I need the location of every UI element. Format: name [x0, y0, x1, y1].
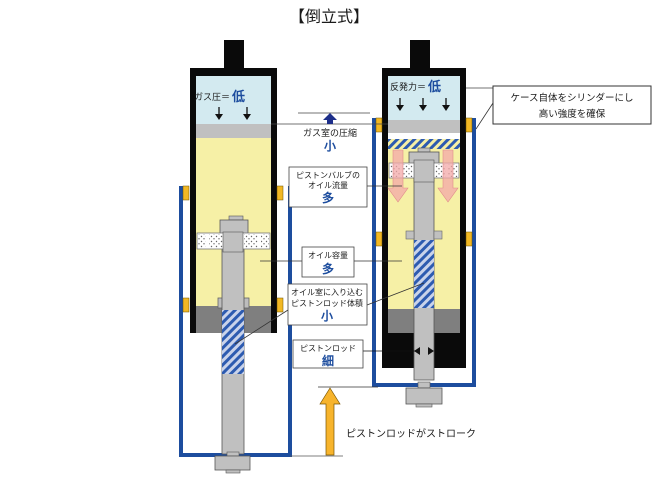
- stroke-up-arrow-icon: [319, 387, 341, 456]
- callout-gas-chamber: ガス室の圧縮 小: [271, 112, 388, 153]
- left-seal: [276, 297, 284, 313]
- svg-text:ピストンロッド体積: ピストンロッド体積: [291, 298, 363, 308]
- callout-valve-flow: ピストンバルブの オイル流量 多: [288, 166, 402, 208]
- oil-flow-arrow-icon: [387, 149, 409, 203]
- up-arrow-icon: [323, 113, 337, 124]
- svg-text:ピストンロッド: ピストンロッド: [300, 344, 356, 353]
- callout-stroke: ピストンロッドがストローク: [290, 386, 476, 457]
- left-rod-hatched-volume: [222, 310, 244, 374]
- arrow-left-icon: [414, 347, 420, 355]
- left-top-mount: [224, 40, 244, 70]
- svg-text:ピストンロッドがストローク: ピストンロッドがストローク: [346, 427, 476, 440]
- callout-rod-thin: ピストンロッド 細: [292, 339, 434, 369]
- left-seal: [276, 185, 284, 201]
- svg-text:ピストンバルブの: ピストンバルブの: [296, 170, 360, 180]
- svg-text:小: 小: [324, 138, 336, 153]
- down-arrow-icon: [243, 107, 251, 120]
- callout-rod-volume: オイル室に入り込む ピストンロッド体積 小: [234, 282, 425, 345]
- svg-text:オイル容量: オイル容量: [308, 250, 348, 260]
- svg-text:オイル室に入り込む: オイル室に入り込む: [291, 287, 363, 297]
- right-damper: 反発力＝ 低: [372, 40, 476, 408]
- svg-text:ガス室の圧縮: ガス室の圧縮: [303, 127, 357, 139]
- svg-text:ケース自体をシリンダーにし: ケース自体をシリンダーにし: [510, 92, 633, 104]
- oil-flow-arrow-icon: [437, 149, 459, 203]
- down-arrow-icon: [419, 98, 427, 111]
- left-gas-label: ガス圧＝: [194, 92, 230, 103]
- svg-text:小: 小: [321, 308, 333, 323]
- svg-text:高い強度を確保: 高い強度を確保: [539, 108, 606, 120]
- down-arrow-icon: [396, 98, 404, 111]
- arrow-right-icon: [428, 347, 434, 355]
- left-seal: [182, 297, 190, 313]
- right-seal: [465, 117, 473, 133]
- right-gas-label: 反発力＝: [390, 81, 426, 93]
- svg-text:細: 細: [322, 353, 334, 368]
- left-gas-chamber: [196, 76, 271, 124]
- left-damper: ガス圧＝ 低: [179, 40, 292, 474]
- svg-text:多: 多: [322, 190, 334, 205]
- right-seal: [465, 231, 473, 247]
- right-seal: [375, 117, 383, 133]
- right-rod-hatched-volume: [414, 240, 434, 308]
- svg-text:多: 多: [322, 261, 334, 276]
- callout-oil-volume: オイル容量 多: [260, 246, 402, 278]
- right-gas-value: 低: [427, 79, 441, 95]
- left-free-piston: [196, 124, 271, 138]
- right-seal: [375, 231, 383, 247]
- diagram-title: 【倒立式】: [289, 7, 369, 26]
- callout-case: ケース自体をシリンダーにし 高い強度を確保: [466, 85, 652, 130]
- right-hatched-band: [388, 139, 460, 149]
- right-bottom-mount: [405, 387, 443, 405]
- left-gas-value: 低: [231, 89, 245, 105]
- right-free-piston: [388, 120, 460, 133]
- left-bottom-mount: [214, 455, 251, 471]
- left-seal: [182, 185, 190, 201]
- down-arrow-icon: [215, 107, 223, 120]
- down-arrow-icon: [442, 98, 450, 111]
- svg-text:オイル流量: オイル流量: [308, 180, 348, 190]
- right-top-mount: [410, 40, 430, 70]
